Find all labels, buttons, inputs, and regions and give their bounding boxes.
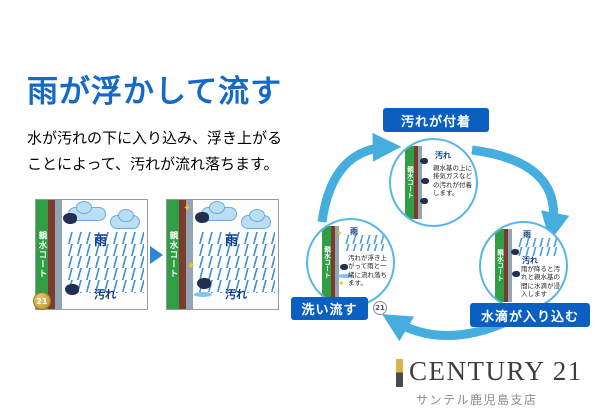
wall-layer bbox=[414, 146, 418, 219]
wall-layer bbox=[418, 146, 422, 219]
wall-layer bbox=[55, 200, 62, 309]
coat-label: 親水コート bbox=[168, 230, 178, 279]
wall-layer bbox=[335, 226, 339, 299]
dirt-blob bbox=[195, 212, 209, 223]
wall-layer bbox=[331, 226, 335, 299]
rain-label: 雨 bbox=[94, 234, 108, 249]
dirt-label: 汚れ bbox=[94, 288, 116, 301]
dirt-blob bbox=[197, 278, 211, 289]
page-description: 水が汚れの下に入り込み、浮き上がる ことによって、汚れが流れ落ちます。 bbox=[27, 126, 282, 177]
rain-icon bbox=[66, 232, 144, 293]
node-caption: 汚れが浮き上がって雨と一緒に流れ落ちます。 bbox=[348, 254, 387, 288]
cycle-node-seep: 親水コート 雨 汚れ 雨が降ると汚れと親水基の間に水滴が浸入します bbox=[479, 221, 568, 310]
cycle-node-wash: 親水コート ✦ ✦ 雨 汚れが浮き上がって雨と一緒に流れ落ちます。 bbox=[306, 218, 395, 307]
sparkle-icon: ✦ bbox=[183, 203, 192, 214]
coat-label: 親水コート bbox=[405, 166, 414, 199]
wall-layer bbox=[504, 229, 508, 302]
rain-icon bbox=[344, 235, 384, 251]
dirt-blob bbox=[420, 198, 428, 204]
wall-layer bbox=[508, 229, 512, 302]
century21-gold-badge: 21 bbox=[33, 292, 51, 310]
dirt-label: 汚れ bbox=[522, 256, 538, 265]
brand-wordmark: CENTURY 21 bbox=[409, 356, 583, 386]
cloud-icon bbox=[241, 209, 271, 229]
coat-layer: 親水コート bbox=[322, 226, 331, 299]
cycle-step-label-seep: 水滴が入り込む bbox=[470, 303, 590, 327]
coat-layer: 親水コート bbox=[36, 200, 48, 309]
dirt-blob bbox=[511, 249, 519, 255]
water-film bbox=[338, 274, 352, 278]
wall-cross-section: 親水コート bbox=[322, 226, 339, 299]
cloud-icon bbox=[110, 209, 140, 229]
node-caption: 親水基の上に排気ガスなどの汚れが付着します。 bbox=[433, 164, 472, 198]
dirt-label: 汚れ bbox=[225, 288, 247, 301]
coat-label: 親水コート bbox=[495, 249, 504, 282]
coat-layer: 親水コート bbox=[167, 200, 179, 309]
dirt-blob bbox=[65, 284, 79, 295]
cycle-node-adhere: 親水コート 汚れ 親水基の上に排気ガスなどの汚れが付着します。 bbox=[389, 138, 478, 227]
cycle-step-label-wash: 洗い流す bbox=[291, 297, 368, 320]
rain-label: 雨 bbox=[523, 230, 531, 239]
wall-cross-section: 親水コート bbox=[405, 146, 422, 219]
wall-cross-section: 親水コート bbox=[167, 200, 193, 309]
sparkle-icon: ✦ bbox=[187, 261, 196, 272]
dirt-blob bbox=[512, 271, 520, 277]
coat-layer: 親水コート bbox=[495, 229, 504, 302]
coat-label: 親水コート bbox=[37, 230, 47, 279]
after-panel: 親水コート 雨 ✦ ✦ 汚れ bbox=[166, 199, 279, 310]
wall-cross-section: 親水コート bbox=[36, 200, 62, 309]
dirt-blob bbox=[63, 213, 77, 224]
branch-name: サンテル鹿児島支店 bbox=[416, 393, 538, 407]
cloud-icon bbox=[201, 201, 237, 221]
right-arrow-icon bbox=[150, 246, 163, 264]
cycle-step-label-adhere: 汚れが付着 bbox=[383, 108, 489, 132]
description-line-2: ことによって、汚れが流れ落ちます。 bbox=[27, 154, 279, 173]
dirt-blob bbox=[421, 178, 429, 184]
dirt-label: 汚れ bbox=[435, 151, 451, 160]
dirt-blob bbox=[340, 264, 348, 270]
description-line-1: 水が汚れの下に入り込み、浮き上がる bbox=[27, 129, 283, 147]
wall-cross-section: 親水コート bbox=[495, 229, 512, 302]
node-caption: 雨が降ると汚れと親水基の間に水滴が浸入します bbox=[521, 265, 560, 299]
sparkle-icon: ✦ bbox=[338, 279, 345, 288]
century21-logo-bar bbox=[396, 359, 403, 387]
wall-layer bbox=[186, 200, 193, 309]
water-film bbox=[194, 292, 212, 297]
page-title: 雨が浮かして流す bbox=[27, 74, 283, 110]
rain-icon bbox=[517, 238, 557, 256]
wall-layer bbox=[48, 200, 55, 309]
coat-layer: 親水コート bbox=[405, 146, 414, 219]
wall-layer bbox=[179, 200, 186, 309]
century21-small-badge: 21 bbox=[373, 301, 387, 315]
sparkle-icon: ✦ bbox=[336, 229, 343, 238]
coat-label: 親水コート bbox=[322, 246, 331, 279]
before-panel: 親水コート 雨 汚れ bbox=[35, 199, 148, 310]
dirt-blob bbox=[420, 158, 428, 164]
rain-label: 雨 bbox=[350, 227, 358, 236]
rain-label: 雨 bbox=[225, 234, 239, 249]
